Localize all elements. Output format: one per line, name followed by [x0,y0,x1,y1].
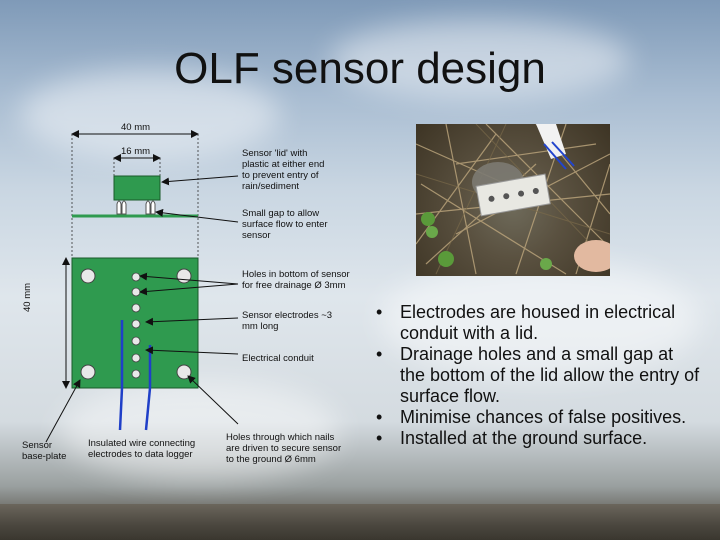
cloud-decoration [20,70,280,160]
label-holes-bottom: Holes in bottom of sensor for free drain… [242,269,350,291]
sensor-photo [416,124,610,276]
cloud-decoration [380,260,700,380]
bullet-item: •Minimise chances of false positives. [376,407,687,427]
label-lid: Sensor 'lid' with plastic at either end … [242,148,325,192]
label-wire: Insulated wire connecting electrodes to … [88,438,196,460]
label-base-plate: Sensor base-plate [22,440,67,462]
bullet-item: •Electrodes are housed in electrical con… [376,302,676,343]
bullet-item: •Installed at the ground surface. [376,428,648,448]
label-electrodes: Sensor electrodes ~3 mm long [242,310,333,332]
dim-40mm-label: 40 mm [121,122,151,133]
bullet-list: •Electrodes are housed in electrical con… [372,302,702,449]
cloud-decoration [60,380,340,480]
sensor-lid [113,175,161,201]
dim-40mm-vertical-label: 40 mm [22,282,33,312]
label-gap: Small gap to allow surface flow to enter… [242,208,328,241]
slide-title: OLF sensor design [174,44,546,93]
cloud-decoration [330,20,630,100]
label-nail-holes: Holes through which nails are driven to … [226,432,342,465]
label-conduit: Electrical conduit [242,353,314,364]
ground-strip [0,504,720,540]
bullet-item: •Drainage holes and a small gap at the b… [376,344,700,406]
dim-16mm-label: 16 mm [121,146,151,157]
